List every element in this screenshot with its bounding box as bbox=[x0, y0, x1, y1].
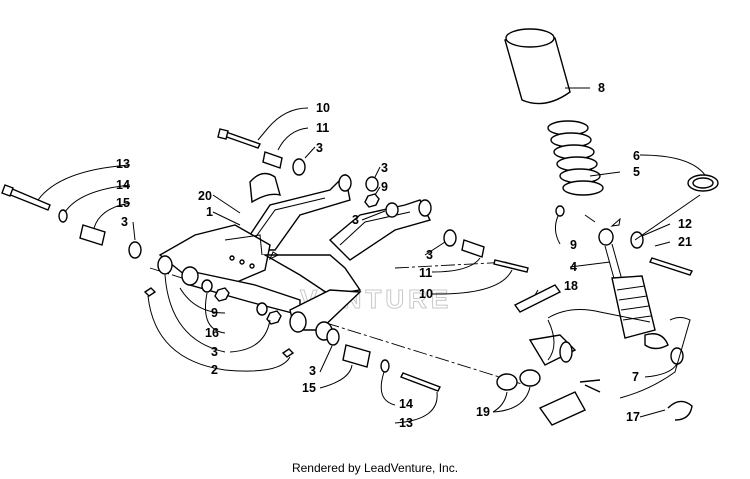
callout-19[interactable]: 19 bbox=[476, 405, 490, 419]
bolt bbox=[223, 131, 261, 149]
callout-4[interactable]: 4 bbox=[570, 260, 577, 274]
callout-20[interactable]: 20 bbox=[198, 189, 212, 203]
upper-arm bbox=[238, 173, 432, 261]
callout-14[interactable]: 14 bbox=[116, 178, 130, 192]
grease-fitting bbox=[281, 348, 295, 358]
credit-text: Rendered by LeadVenture, Inc. bbox=[291, 461, 459, 475]
limiter-strap bbox=[249, 172, 281, 204]
hose-clamp bbox=[496, 373, 518, 391]
nut bbox=[364, 193, 380, 208]
spacer bbox=[342, 344, 371, 368]
callout-3[interactable]: 3 bbox=[121, 215, 128, 229]
callout-7[interactable]: 7 bbox=[632, 370, 639, 384]
shock-reservoir bbox=[528, 309, 651, 366]
callout-2[interactable]: 2 bbox=[211, 363, 218, 377]
bushing bbox=[443, 229, 457, 247]
cable-tie bbox=[513, 284, 562, 313]
nut bbox=[214, 287, 230, 302]
spacer bbox=[262, 151, 283, 169]
callout-5[interactable]: 5 bbox=[633, 165, 640, 179]
spacer bbox=[461, 239, 485, 258]
callout-9[interactable]: 9 bbox=[211, 306, 218, 320]
callout-18[interactable]: 18 bbox=[564, 279, 578, 293]
lower-arm bbox=[158, 224, 362, 331]
adjuster-cable bbox=[619, 317, 691, 399]
bushing bbox=[181, 266, 199, 286]
grease-fitting bbox=[143, 287, 157, 297]
nut bbox=[555, 205, 565, 217]
spring-retainer-inner bbox=[692, 177, 714, 189]
bolt bbox=[7, 187, 51, 211]
callout-3[interactable]: 3 bbox=[426, 248, 433, 262]
bushing bbox=[385, 202, 399, 218]
bushing bbox=[292, 158, 306, 176]
callout-3[interactable]: 3 bbox=[211, 345, 218, 359]
spring-clip bbox=[667, 400, 693, 421]
hose-clamp bbox=[519, 369, 541, 387]
callout-8[interactable]: 8 bbox=[598, 81, 605, 95]
callout-13[interactable]: 13 bbox=[399, 416, 413, 430]
bolt bbox=[649, 257, 693, 276]
callout-11[interactable]: 11 bbox=[316, 121, 329, 135]
callout-3[interactable]: 3 bbox=[316, 141, 323, 155]
leader-lines bbox=[37, 87, 706, 424]
adjuster-knob bbox=[538, 391, 586, 426]
bolt bbox=[493, 259, 529, 273]
bushing bbox=[157, 255, 173, 275]
bolt-head bbox=[217, 128, 229, 140]
callout-15[interactable]: 15 bbox=[302, 381, 316, 395]
callout-3[interactable]: 3 bbox=[352, 213, 359, 227]
center-line bbox=[394, 261, 511, 269]
callout-10[interactable]: 10 bbox=[316, 101, 330, 115]
washer bbox=[58, 209, 68, 223]
bushing bbox=[365, 176, 379, 192]
callout-13[interactable]: 13 bbox=[116, 157, 130, 171]
washer bbox=[256, 302, 268, 316]
nut bbox=[266, 310, 282, 325]
bushing bbox=[326, 328, 340, 346]
arrow-icon bbox=[269, 251, 280, 261]
callout-labels: 10 11 3 3 9 3 20 1 13 14 15 3 3 11 10 9 … bbox=[116, 81, 692, 430]
callout-1[interactable]: 1 bbox=[206, 205, 213, 219]
callout-9[interactable]: 9 bbox=[381, 180, 388, 194]
callout-16[interactable]: 16 bbox=[205, 326, 219, 340]
spacer bbox=[79, 224, 106, 246]
callout-17[interactable]: 17 bbox=[626, 410, 640, 424]
bushing bbox=[128, 241, 142, 259]
arrow-icon bbox=[610, 217, 621, 227]
callout-10[interactable]: 10 bbox=[419, 287, 433, 301]
washer bbox=[201, 279, 213, 293]
bolt-head bbox=[1, 184, 14, 197]
bushing bbox=[289, 311, 307, 333]
bushing bbox=[630, 231, 644, 249]
bolt bbox=[400, 372, 441, 392]
washer bbox=[380, 359, 390, 373]
callout-12[interactable]: 12 bbox=[678, 217, 692, 231]
callout-21[interactable]: 21 bbox=[678, 235, 692, 249]
callout-9[interactable]: 9 bbox=[570, 238, 577, 252]
callout-6[interactable]: 6 bbox=[633, 149, 640, 163]
shock-boot bbox=[504, 28, 571, 105]
shock-body bbox=[598, 228, 669, 350]
shock-spring bbox=[547, 120, 604, 196]
callout-14[interactable]: 14 bbox=[399, 397, 413, 411]
adjuster-fitting bbox=[579, 379, 601, 393]
callout-3[interactable]: 3 bbox=[309, 364, 316, 378]
callout-15[interactable]: 15 bbox=[116, 196, 130, 210]
callout-11[interactable]: 11 bbox=[419, 266, 432, 280]
callout-3[interactable]: 3 bbox=[381, 161, 388, 175]
